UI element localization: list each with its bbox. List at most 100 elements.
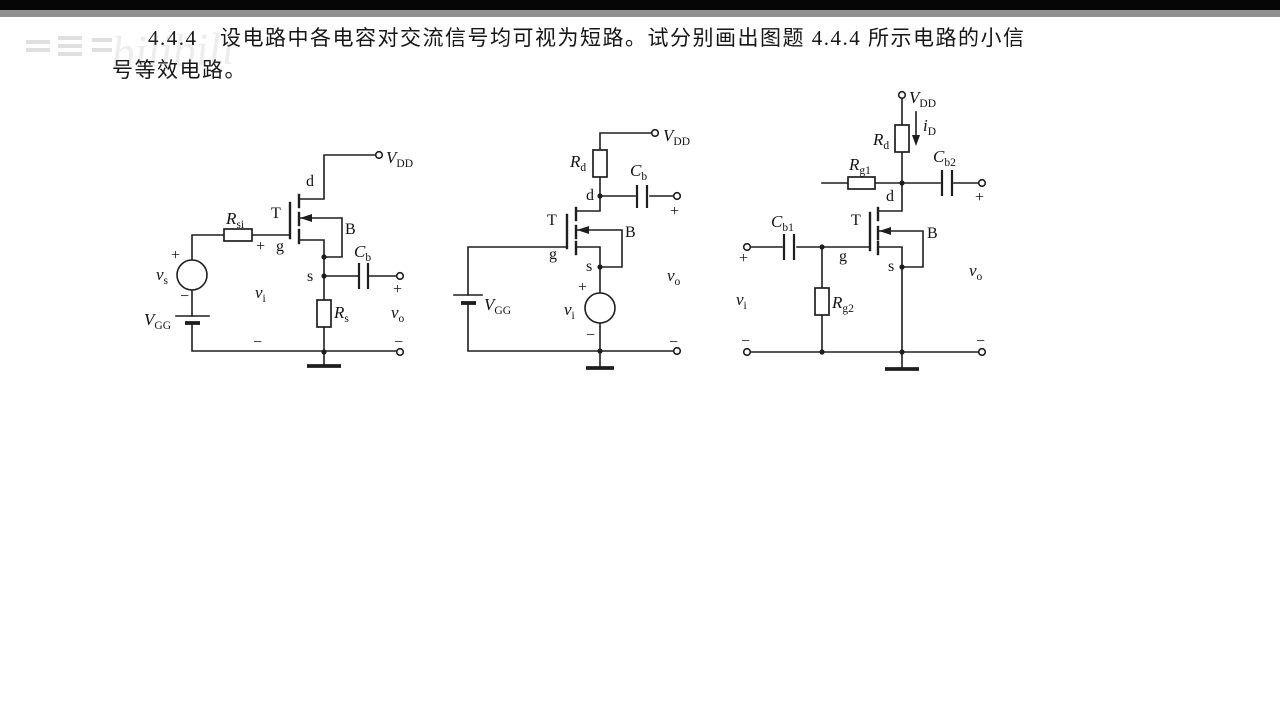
resistor-rs	[316, 299, 332, 328]
wire-body	[576, 229, 623, 268]
label-body: B	[927, 225, 938, 242]
label-drain: d	[886, 188, 894, 205]
label-vi: vi	[564, 300, 575, 322]
vs-source-circle	[176, 259, 208, 291]
label-transistor: T	[547, 212, 557, 229]
label-rg1: Rg1	[848, 155, 871, 177]
label-gate: g	[839, 248, 847, 265]
junction-dot	[819, 349, 825, 355]
label-source: s	[307, 268, 313, 285]
circuit-1-source-follower: VDD d T B + g s Rsi Cb + vs − VGG vi − R…	[144, 148, 413, 368]
wire-body	[299, 217, 343, 258]
wire-source	[575, 246, 601, 294]
label-cb: Cb	[630, 161, 647, 183]
watermark: bilibili	[26, 23, 235, 78]
mosfet-body-arrow-icon	[577, 226, 589, 234]
label-transistor: T	[851, 212, 861, 229]
junction-dot	[899, 264, 905, 270]
wire-gate	[191, 234, 291, 261]
polarity-minus: −	[394, 334, 403, 351]
terminal-vdd	[897, 90, 907, 100]
terminal-output-return	[395, 347, 405, 357]
label-rd: Rd	[872, 130, 889, 152]
label-vgg: VGG	[484, 295, 511, 317]
label-vs: vs	[156, 265, 169, 287]
letterbox-top-black	[0, 0, 1280, 10]
polarity-plus: +	[670, 203, 679, 220]
junction-dot	[597, 193, 603, 199]
label-cb1: Cb1	[771, 212, 794, 234]
junction-dot	[321, 273, 327, 279]
label-vo: vo	[391, 303, 405, 325]
junction-dot	[321, 254, 327, 260]
wire-bottom-rail	[467, 302, 675, 352]
mosfet-body-arrow-icon	[300, 214, 312, 222]
polarity-minus: −	[669, 334, 678, 351]
junction-dot	[321, 349, 327, 355]
label-vo: vo	[667, 266, 681, 288]
polarity-minus: −	[586, 327, 595, 344]
label-cb2: Cb2	[933, 147, 956, 169]
wire-source-column	[298, 239, 325, 353]
polarity-minus: −	[741, 333, 750, 350]
label-drain: d	[306, 173, 314, 190]
problem-text-line1: 4.4.4 设电路中各电容对交流信号均可视为短路。试分别画出图题 4.4.4 所…	[148, 26, 1026, 50]
mosfet-body-arrow-icon	[879, 227, 891, 235]
junction-dot	[819, 244, 825, 250]
terminal-output	[977, 178, 987, 188]
polarity-plus: +	[256, 238, 265, 255]
polarity-minus: −	[180, 288, 189, 305]
terminal-output	[672, 191, 682, 201]
label-drain: d	[586, 187, 594, 204]
circuit-3-common-source: VDD iD Rd Rg1 Cb2 d T B g s Cb1 + vi Rg2…	[736, 88, 987, 371]
terminal-vdd	[650, 128, 660, 138]
terminal-input	[742, 242, 752, 252]
junction-dot	[597, 348, 603, 354]
id-current-arrow-icon	[912, 135, 920, 146]
resistor-rg1	[847, 176, 876, 190]
vi-source-circle	[584, 292, 616, 324]
circuit-2-common-gate: VDD Rd Cb d T B g s + vo + vi − VGG −	[453, 126, 690, 370]
polarity-plus: +	[975, 189, 984, 206]
label-source: s	[586, 258, 592, 275]
label-vi: vi	[736, 290, 747, 312]
junction-dot	[597, 264, 603, 270]
terminal-input-return	[742, 347, 752, 357]
terminal-output-return	[977, 347, 987, 357]
label-id: iD	[923, 116, 936, 138]
label-vgg: VGG	[144, 310, 171, 332]
junction-dot	[899, 349, 905, 355]
wire-body	[878, 230, 924, 268]
watermark-script: bilibili	[111, 23, 235, 78]
terminal-output	[395, 271, 405, 281]
label-body: B	[625, 224, 636, 241]
label-gate: g	[276, 238, 284, 255]
wire-gate	[467, 246, 568, 296]
resistor-rd	[894, 124, 910, 153]
wire-drain	[575, 176, 601, 212]
wire-drain-column	[877, 151, 903, 212]
label-vdd: VDD	[909, 88, 936, 110]
label-vo: vo	[969, 261, 983, 283]
label-gate: g	[549, 246, 557, 263]
label-body: B	[345, 221, 356, 238]
problem-text-line2: 号等效电路。	[112, 58, 247, 82]
label-vdd: VDD	[386, 148, 413, 170]
label-cb: Cb	[354, 242, 371, 264]
polarity-minus: −	[976, 333, 985, 350]
letterbox-top-gray	[0, 10, 1280, 17]
label-vdd: VDD	[663, 126, 690, 148]
label-rd: Rd	[569, 152, 586, 174]
label-rsi: Rsi	[225, 209, 244, 231]
polarity-plus: +	[578, 279, 587, 296]
wire-vdd	[599, 132, 653, 151]
terminal-vdd	[374, 150, 384, 160]
label-rs: Rs	[333, 303, 349, 325]
label-rg2: Rg2	[831, 293, 854, 315]
terminal-output-return	[672, 346, 682, 356]
label-vi: vi	[255, 283, 266, 305]
resistor-rd	[592, 149, 608, 178]
polarity-plus: +	[171, 247, 180, 264]
polarity-plus: +	[393, 281, 402, 298]
